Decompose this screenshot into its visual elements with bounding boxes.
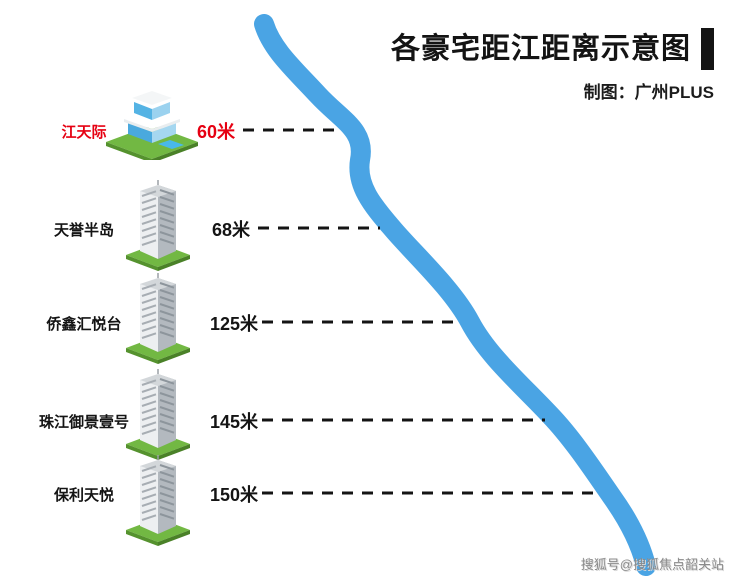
building-label: 江天际 (61, 124, 107, 141)
page-title: 各豪宅距江距离示意图 (390, 32, 691, 65)
tower-illustration (121, 452, 195, 548)
distance-label: 68米 (212, 220, 251, 240)
tower-illustration (121, 177, 195, 273)
building-label: 侨鑫汇悦台 (46, 316, 122, 333)
building-label: 天誉半岛 (53, 222, 114, 239)
watermark: 搜狐号@搜狐焦点韶关站 (580, 557, 724, 572)
villa-illustration (102, 84, 202, 162)
distance-label: 145米 (210, 412, 259, 432)
title-accent-bar (701, 28, 714, 70)
building-label: 保利天悦 (53, 487, 114, 504)
distance-label: 150米 (210, 485, 259, 505)
river (254, 14, 656, 576)
header: 各豪宅距江距离示意图 制图：广州PLUS (391, 28, 714, 103)
building-label: 珠江御景壹号 (38, 414, 129, 431)
distance-label: 125米 (210, 314, 259, 334)
distance-label: 60米 (197, 122, 236, 142)
tower-illustration (121, 366, 195, 462)
tower-illustration (121, 270, 195, 366)
subtitle-credit: 制图：广州PLUS (583, 83, 714, 102)
